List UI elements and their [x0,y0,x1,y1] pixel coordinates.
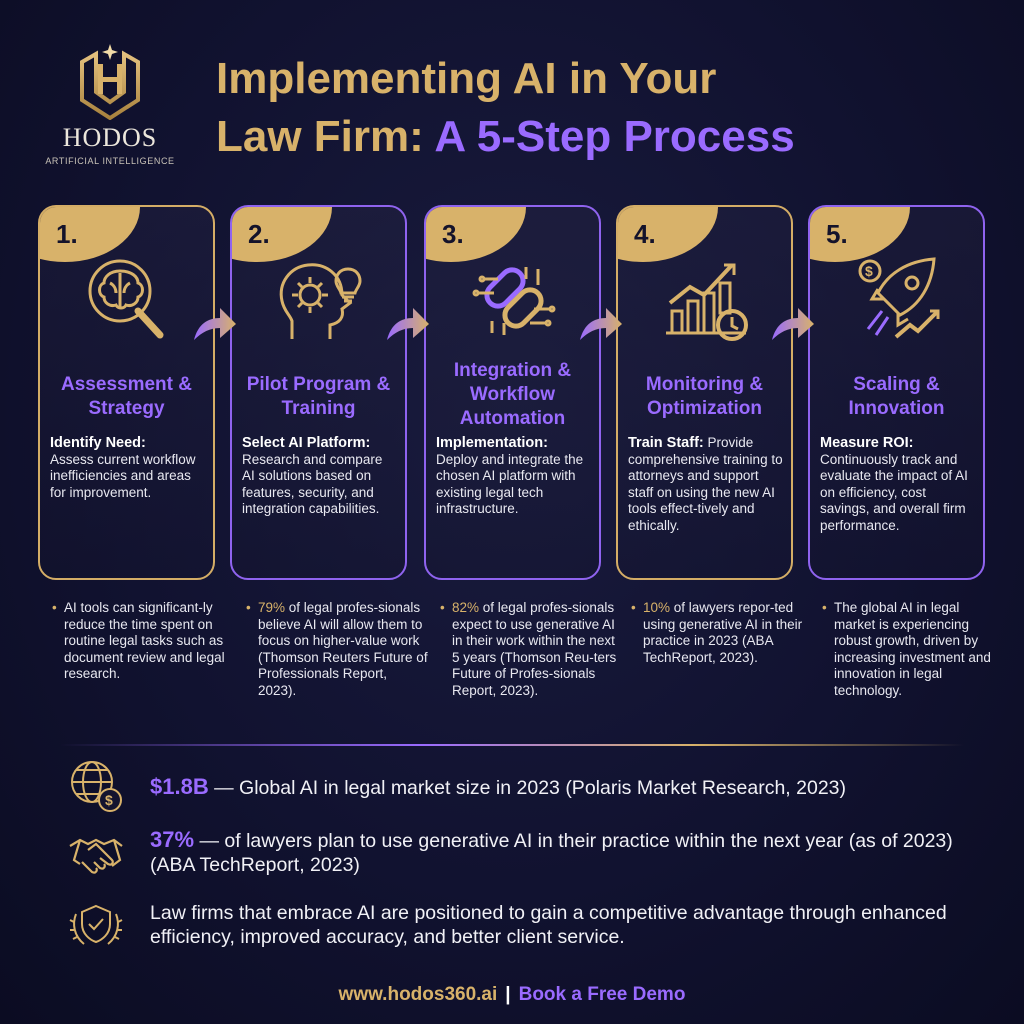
bullet-text: AI tools can significant-ly reduce the t… [64,600,225,681]
step-body: Train Staff: Provide comprehensive train… [628,435,783,534]
shield-h-logo-icon [80,44,140,120]
step-lead: Implementation: [436,435,548,451]
title-line-2-part-1: Law Firm: [216,112,435,161]
arrow-right-icon [580,308,622,340]
step-card-4: 4. Monitoring & Optimization Train Staff… [616,205,793,580]
brand-tagline: ARTIFICIAL INTELLIGENCE [45,156,175,166]
bullet-text: of legal profes-sionals believe AI will … [258,600,428,698]
step-number: 2. [248,219,270,249]
step-card-5: 5. $ Scaling & Innovation Measure ROI:Co… [808,205,985,580]
stat-text: Law firms that embrace AI are positioned… [150,902,947,948]
step-body: Implementation:Deploy and integrate the … [436,435,591,518]
step-text: Continuously track and evaluate the impa… [820,451,968,533]
globe-dollar-icon: $ [71,761,122,812]
title-line-1: Implementing AI in Your [216,54,717,103]
rocket-dollar-icon: $ [858,257,940,339]
bullet-text: of legal profes-sionals expect to use ge… [452,600,617,698]
shield-laurel-icon [69,904,123,945]
step-title: Assessment & Strategy [61,374,192,419]
bullet-text: of lawyers repor-ted using generative AI… [643,600,803,665]
stat-value: $1.8B [150,774,209,799]
footer: www.hodos360.ai | Book a Free Demo [0,984,1024,1006]
step-number: 4. [634,219,656,249]
step-body: Measure ROI:Continuously track and evalu… [820,435,975,534]
step-card-3: 3. Integration & Workflow Automation Imp… [424,205,601,580]
chain-circuit-icon [472,267,556,335]
arrow-right-icon [772,308,814,340]
stat-market-size: $1.8B — Global AI in legal market size i… [150,775,970,800]
stat-competitive-advantage: Law firms that embrace AI are positioned… [150,900,970,949]
chart-clock-icon [666,263,748,341]
step-body: Identify Need:Assess current workflow in… [50,435,205,501]
step-lead: Train Staff: [628,435,704,451]
step-text: Assess current workflow inefficiencies a… [50,451,196,500]
footer-separator: | [505,984,511,1005]
arrow-right-icon [194,308,236,340]
title-line-2-part-2: A 5-Step Process [434,112,795,161]
step-text: Research and compare AI solutions based … [242,451,383,517]
title-line-2: Law Firm: A 5-Step Process [216,108,1016,166]
step-card-2: 2. Pilot Program & Training Select AI Pl… [230,205,407,580]
head-gear-lightbulb-icon [279,263,362,339]
step-number: 3. [442,219,464,249]
page-title: Implementing AI in Your Law Firm: A 5-St… [216,50,1016,166]
bullet-2: •79% of legal profes-sionals believe AI … [246,600,428,698]
bullet-1: •AI tools can significant-ly reduce the … [52,600,225,681]
step-text: Provide comprehensive training to attorn… [628,435,783,533]
step-title: Scaling & Innovation [848,374,945,419]
stat-value: 37% [150,827,195,852]
step-title: Pilot Program & Training [246,374,391,419]
bullet-highlight: 79% [258,600,286,615]
step-body: Select AI Platform:Research and compare … [242,435,397,518]
stat-text: — of lawyers plan to use generative AI i… [150,830,953,876]
book-demo-link[interactable]: Book a Free Demo [518,984,686,1005]
step-title: Integration & Workflow Automation [453,360,572,429]
stat-lawyers-plan: 37% — of lawyers plan to use generative … [150,828,970,877]
handshake-icon [69,838,123,874]
brain-magnifier-icon [88,259,164,339]
step-card-1: 1. Assessment & Strategy Identify Need:A… [38,205,215,580]
brand-name: HODOS [62,123,158,152]
step-number: 1. [56,219,78,249]
bullet-highlight: 82% [452,600,480,615]
website-link[interactable]: www.hodos360.ai [338,984,498,1005]
step-number: 5. [826,219,848,249]
svg-text:$: $ [105,792,113,808]
divider [60,744,964,746]
svg-text:$: $ [865,263,873,279]
bullet-4: •10% of lawyers repor-ted using generati… [631,600,803,665]
step-text: Deploy and integrate the chosen AI platf… [436,451,584,517]
bullet-highlight: 10% [643,600,671,615]
step-lead: Identify Need: [50,435,146,451]
bullet-3: •82% of legal profes-sionals expect to u… [440,600,617,698]
bullet-5: •The global AI in legal market is experi… [822,600,991,698]
stat-text: — Global AI in legal market size in 2023… [208,777,847,799]
bullet-text: The global AI in legal market is experie… [834,600,991,698]
brand-logo: HODOS ARTIFICIAL INTELLIGENCE [40,40,180,170]
arrow-right-icon [387,308,429,340]
step-title: Monitoring & Optimization [645,374,764,419]
step-lead: Select AI Platform: [242,435,371,451]
step-lead: Measure ROI: [820,435,914,451]
